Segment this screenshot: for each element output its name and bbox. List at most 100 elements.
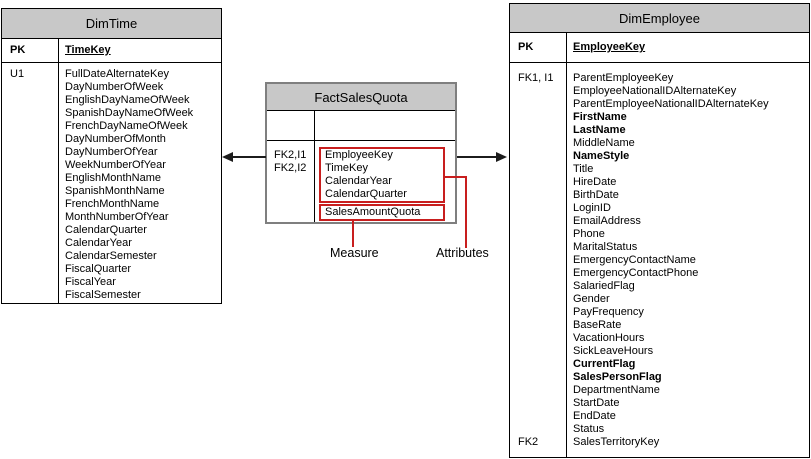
key-label [10, 263, 58, 276]
key-label [518, 163, 566, 176]
key-column: U1 [2, 63, 59, 303]
key-label [10, 237, 58, 250]
column-name: SalesAmountQuota [325, 206, 421, 218]
key-label [518, 124, 566, 137]
primary-key-row-empty [267, 111, 455, 141]
key-label [518, 319, 566, 332]
key-label [518, 228, 566, 241]
key-label [10, 250, 58, 263]
key-label [10, 172, 58, 185]
key-label [518, 202, 566, 215]
key-label [518, 189, 566, 202]
key-label [518, 215, 566, 228]
pk-label: PK [510, 33, 567, 62]
primary-key-row: PK EmployeeKey [510, 33, 809, 63]
column-name: EmployeeKey [325, 149, 393, 161]
column-name: CalendarQuarter [325, 188, 407, 200]
key-label [518, 410, 566, 423]
relationship-line-dimemployee [457, 156, 498, 158]
column-name: SalesPersonFlag [573, 371, 662, 383]
key-label [518, 176, 566, 189]
column-name: EnglishDayNameOfWeek [65, 94, 190, 106]
column-name: LastName [573, 124, 626, 136]
primary-key-row: PK TimeKey [2, 39, 221, 63]
column-name: MaritalStatus [573, 241, 638, 253]
column-name: Phone [573, 228, 605, 240]
column-name: FiscalQuarter [65, 263, 132, 275]
arrow-right-icon [496, 152, 507, 162]
column-name: PayFrequency [573, 306, 644, 318]
table-title: FactSalesQuota [267, 84, 455, 111]
column-name: ParentEmployeeKey [573, 72, 674, 84]
arrow-left-icon [222, 152, 233, 162]
column-name: DayNumberOfWeek [65, 81, 164, 93]
key-label: FK2 [518, 436, 539, 448]
relationship-line-dimtime [230, 156, 266, 158]
table-dim-time: DimTime PK TimeKey U1 FullDateAlternateK… [1, 8, 222, 304]
column-name: CurrentFlag [573, 358, 636, 370]
column-name: CalendarYear [65, 237, 132, 249]
column-name: FirstName [573, 111, 627, 123]
key-label [10, 120, 58, 133]
column-name: FrenchMonthName [65, 198, 160, 210]
column-name: EmergencyContactName [573, 254, 696, 266]
pk-column-name: TimeKey [65, 44, 111, 56]
column-name: Gender [573, 293, 610, 305]
column-name: NameStyle [573, 150, 630, 162]
key-label [518, 111, 566, 124]
measure-callout-line [352, 221, 354, 247]
column-name: EmailAddress [573, 215, 641, 227]
key-label [10, 276, 58, 289]
key-label: FK1, I1 [518, 72, 554, 84]
key-label [518, 98, 566, 111]
column-name: FullDateAlternateKey [65, 68, 169, 80]
column-name: FiscalYear [65, 276, 116, 288]
column-name: MonthNumberOfYear [65, 211, 169, 223]
column-name: WeekNumberOfYear [65, 159, 166, 171]
key-label [10, 94, 58, 107]
key-label [518, 137, 566, 150]
key-label [518, 384, 566, 397]
column-name: StartDate [573, 397, 620, 409]
key-label [518, 371, 566, 384]
column-name: EnglishMonthName [65, 172, 161, 184]
column-name: SpanishDayNameOfWeek [65, 107, 194, 119]
column-name: EndDate [573, 410, 616, 422]
column-name: CalendarSemester [65, 250, 157, 262]
table-title: DimTime [2, 9, 221, 39]
column-name: SalesTerritoryKey [573, 436, 660, 448]
key-label [518, 423, 566, 436]
key-label [518, 332, 566, 345]
key-label [518, 241, 566, 254]
column-name: SalariedFlag [573, 280, 635, 292]
column-name: FrenchDayNameOfWeek [65, 120, 188, 132]
key-label [518, 267, 566, 280]
key-label [518, 150, 566, 163]
column-name: EmergencyContactPhone [573, 267, 699, 279]
column-name: SpanishMonthName [65, 185, 165, 197]
pk-label: PK [2, 39, 59, 62]
key-label: FK2,I1 [274, 149, 307, 161]
key-label [518, 306, 566, 319]
column-name: Status [573, 423, 605, 435]
column-name: Title [573, 163, 594, 175]
column-name: MiddleName [573, 137, 635, 149]
key-label [10, 211, 58, 224]
measure-highlight-box: SalesAmountQuota [319, 204, 445, 221]
attributes-callout-line-horizontal [443, 176, 467, 178]
key-label [10, 159, 58, 172]
key-label [518, 85, 566, 98]
column-name: DayNumberOfMonth [65, 133, 166, 145]
column-name: CalendarQuarter [65, 224, 147, 236]
column-name: BaseRate [573, 319, 622, 331]
table-dim-employee: DimEmployee PK EmployeeKey FK1, I1 FK2 P… [509, 3, 810, 458]
attributes-label: Attributes [436, 246, 489, 260]
column-name: DepartmentName [573, 384, 660, 396]
column-name: DayNumberOfYear [65, 146, 158, 158]
